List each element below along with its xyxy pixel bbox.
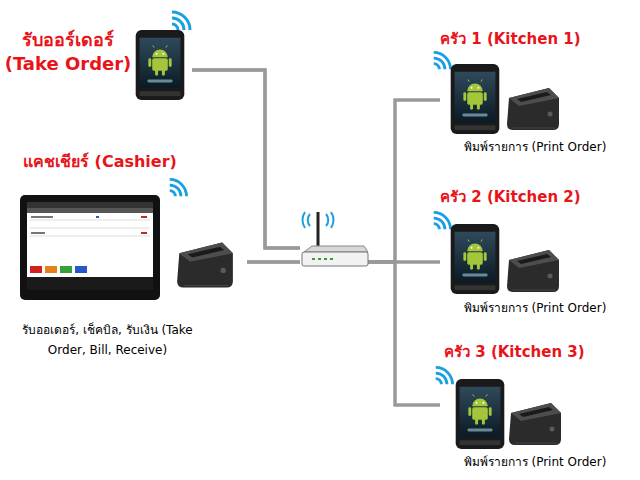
- router-wave: [326, 214, 328, 226]
- row-mark: [141, 216, 147, 218]
- router-led: [312, 258, 315, 260]
- tablet-icon: [20, 195, 160, 300]
- router-top: [304, 246, 368, 252]
- router-led: [330, 258, 333, 260]
- screen-button: [30, 266, 42, 273]
- device-caption: พิมพ์รายการ (Print Order): [440, 300, 630, 316]
- printer-icon: [509, 403, 561, 445]
- table-header: [27, 208, 153, 213]
- device-title: ครัว 2 (Kitchen 2): [440, 188, 628, 207]
- screen-header: [27, 202, 153, 208]
- printer-icon: [507, 88, 559, 130]
- device-node: แคชเชียร์ (Cashier) รับออเดอร์, เช็คบิล, …: [15, 150, 247, 365]
- row-mark: [96, 216, 99, 218]
- device-caption: พิมพ์รายการ (Print Order): [440, 139, 630, 155]
- network-cable: [192, 70, 440, 262]
- router-led: [324, 258, 327, 260]
- table-row: [30, 220, 150, 221]
- phone-icon: [136, 30, 185, 100]
- router-wave: [308, 214, 310, 226]
- row-mark: [141, 232, 147, 234]
- device-title: รับออร์เดอร์ (Take Order): [2, 28, 134, 76]
- network-cable: [247, 262, 440, 405]
- network-cable: [192, 70, 440, 262]
- router-antenna: [317, 212, 320, 250]
- printer-icon: [507, 250, 559, 292]
- wifi-icon: [172, 12, 190, 30]
- device-node: ครัว 2 (Kitchen 2) พิมพ์รายการ (Print Ord…: [440, 186, 630, 318]
- router-wave: [302, 212, 305, 228]
- tablet-body: [20, 195, 160, 300]
- wifi-icon: [434, 52, 451, 69]
- row-mark: [31, 216, 53, 218]
- wifi-icon: [434, 212, 451, 229]
- router-icon: [302, 212, 368, 266]
- network-cable: [247, 100, 440, 262]
- device-title: ครัว 3 (Kitchen 3): [444, 343, 628, 362]
- screen-footer: [27, 277, 153, 290]
- screen-button: [60, 266, 72, 273]
- router-wave: [331, 212, 334, 228]
- row-mark: [31, 232, 45, 234]
- phone-icon: [456, 379, 505, 449]
- device-title: แคชเชียร์ (Cashier): [23, 152, 223, 172]
- device-node: ครัว 3 (Kitchen 3) พิมพ์รายการ (Print Ord…: [440, 341, 630, 473]
- phone-icon: [451, 64, 500, 134]
- phone-icon: [451, 224, 500, 294]
- network-cable: [192, 70, 440, 405]
- table-row: [30, 228, 150, 229]
- router-led: [318, 258, 321, 260]
- tablet-screen: [27, 202, 153, 290]
- router-front: [302, 252, 368, 266]
- table-row: [30, 236, 150, 237]
- printer-icon: [177, 243, 233, 288]
- screen-button: [75, 266, 87, 273]
- device-node: ครัว 1 (Kitchen 1) พิมพ์รายการ (Print Ord…: [440, 28, 630, 160]
- device-title: ครัว 1 (Kitchen 1): [440, 30, 628, 49]
- wifi-icon: [436, 367, 453, 384]
- device-caption: รับออเดอร์, เช็คบิล, รับเงิน (Take Order…: [15, 320, 200, 360]
- wifi-icon: [170, 179, 187, 196]
- device-caption: พิมพ์รายการ (Print Order): [440, 454, 630, 470]
- device-node: รับออร์เดอร์ (Take Order): [2, 25, 192, 105]
- screen-button: [45, 266, 57, 273]
